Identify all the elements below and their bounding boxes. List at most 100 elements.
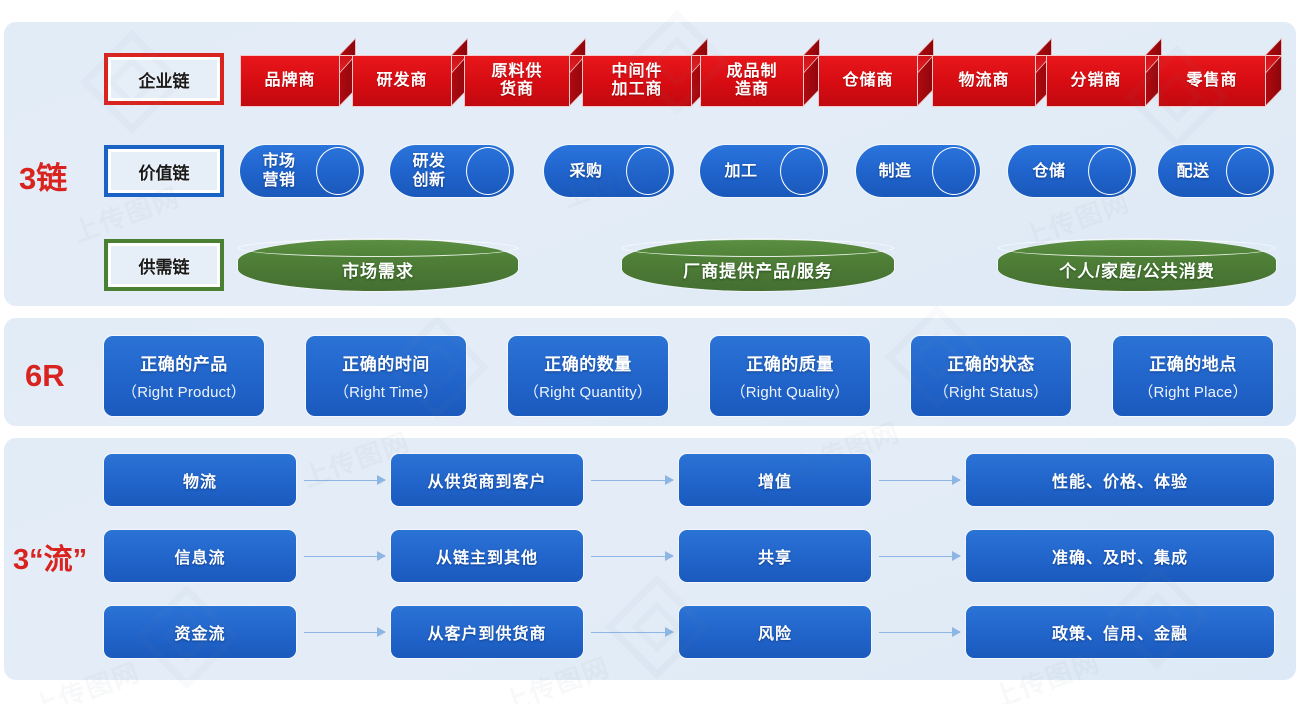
flow-path-2[interactable]: 从链主到其他	[391, 530, 583, 582]
arrow-shaft	[879, 479, 960, 482]
flow-attributes-3[interactable]: 政策、信用、金融	[966, 606, 1274, 658]
value-node-6[interactable]: 仓储	[1008, 145, 1136, 197]
plate-supply-demand-chain-label: 供需链	[138, 257, 190, 277]
group-label-three-chains: 3链	[19, 161, 68, 196]
value-node-3[interactable]: 采购	[544, 145, 674, 197]
flow-path-label-2: 从链主到其他	[435, 550, 538, 567]
flow-name-1[interactable]: 物流	[104, 454, 296, 506]
supply-node-3[interactable]: 个人/家庭/公共消费	[998, 239, 1276, 291]
arrow-shaft	[591, 479, 673, 482]
flow-name-2[interactable]: 信息流	[104, 530, 296, 582]
value-node-label-3: 采购	[569, 162, 603, 180]
arrow-head-icon	[377, 551, 386, 561]
enterprise-node-label-9: 零售商	[1186, 72, 1238, 89]
flow-attributes-1[interactable]: 性能、价格、体验	[966, 454, 1274, 506]
six-r-card-zh-2: 正确的时间	[342, 355, 430, 374]
flow-arrow-r1-c2	[591, 475, 674, 485]
six-r-card-zh-1: 正确的产品	[140, 355, 228, 374]
six-r-card-4[interactable]: 正确的质量 （Right Quality）	[710, 336, 870, 416]
supply-node-label-1: 市场需求	[342, 261, 414, 281]
flow-arrow-r3-c1	[304, 627, 386, 637]
value-node-5[interactable]: 制造	[856, 145, 980, 197]
enterprise-node-8[interactable]: 分销商	[1046, 37, 1163, 108]
enterprise-node-2[interactable]: 研发商	[352, 37, 469, 108]
flow-path-3[interactable]: 从客户到供货商	[391, 606, 583, 658]
arrow-shaft	[879, 631, 960, 634]
six-r-card-en-3: （Right Quantity）	[523, 384, 653, 401]
flow-arrow-r2-c3	[879, 551, 961, 561]
flow-attributes-2[interactable]: 准确、及时、集成	[966, 530, 1274, 582]
six-r-card-3[interactable]: 正确的数量（Right Quantity）	[508, 336, 668, 416]
value-node-7[interactable]: 配送	[1158, 145, 1274, 197]
box-front-face: 物流商	[932, 55, 1036, 107]
box-front-face: 成品制造商	[700, 55, 804, 107]
arrow-shaft	[304, 555, 385, 558]
drum-lid	[238, 239, 518, 257]
arrow-head-icon	[377, 475, 386, 485]
supply-node-label-2: 厂商提供产品/服务	[683, 261, 833, 281]
enterprise-node-5[interactable]: 成品制造商	[700, 37, 821, 108]
box-front-face: 研发商	[352, 55, 452, 107]
arrow-shaft	[591, 555, 673, 558]
supply-node-1[interactable]: 市场需求	[238, 239, 518, 291]
plate-enterprise-chain[interactable]: 企业链	[104, 53, 224, 105]
value-node-label-6: 仓储	[1032, 162, 1066, 180]
six-r-card-5[interactable]: 正确的状态 （Right Status）	[911, 336, 1071, 416]
plate-value-chain[interactable]: 价值链	[104, 145, 224, 197]
six-r-card-zh-4: 正确的质量	[746, 355, 834, 374]
value-node-label-7: 配送	[1176, 162, 1210, 180]
plate-supply-demand-chain[interactable]: 供需链	[104, 239, 224, 291]
box-front-face: 零售商	[1158, 55, 1266, 107]
enterprise-node-label-2: 研发商	[376, 72, 428, 89]
flow-arrow-r1-c1	[304, 475, 386, 485]
drum-lid	[998, 239, 1276, 257]
six-r-card-1[interactable]: 正确的产品（Right Product）	[104, 336, 264, 416]
flow-path-label-1: 从供货商到客户	[427, 474, 547, 491]
six-r-card-en-2: （Right Time）	[333, 384, 439, 401]
flow-arrow-r1-c3	[879, 475, 961, 485]
flow-effect-3[interactable]: 风险	[679, 606, 871, 658]
enterprise-node-7[interactable]: 物流商	[932, 37, 1053, 108]
value-node-label-4: 加工	[724, 162, 758, 180]
arrow-head-icon	[952, 627, 961, 637]
arrow-head-icon	[952, 475, 961, 485]
flow-effect-label-3: 风险	[757, 626, 792, 643]
box-front-face: 仓储商	[818, 55, 918, 107]
flow-effect-1[interactable]: 增值	[679, 454, 871, 506]
enterprise-node-6[interactable]: 仓储商	[818, 37, 935, 108]
six-r-card-6[interactable]: 正确的地点（Right Place）	[1113, 336, 1273, 416]
six-r-card-zh-5: 正确的状态	[947, 355, 1035, 374]
flow-effect-2[interactable]: 共享	[679, 530, 871, 582]
flow-attributes-label-2: 准确、及时、集成	[1051, 550, 1188, 567]
enterprise-node-label-4: 中间件加工商	[611, 63, 663, 98]
cylinder-cap	[932, 147, 976, 195]
enterprise-node-label-6: 仓储商	[842, 72, 894, 89]
plate-value-chain-label: 价值链	[138, 163, 190, 183]
flow-arrow-r2-c2	[591, 551, 674, 561]
value-node-1[interactable]: 市场营销	[240, 145, 364, 197]
arrow-head-icon	[665, 627, 674, 637]
value-node-2[interactable]: 研发创新	[390, 145, 514, 197]
enterprise-node-1[interactable]: 品牌商	[240, 37, 357, 108]
flow-arrow-r3-c2	[591, 627, 674, 637]
cylinder-cap	[626, 147, 670, 195]
enterprise-node-label-8: 分销商	[1070, 72, 1122, 89]
six-r-card-2[interactable]: 正确的时间 （Right Time）	[306, 336, 466, 416]
enterprise-node-label-3: 原料供货商	[491, 63, 543, 98]
value-node-4[interactable]: 加工	[700, 145, 828, 197]
flow-path-1[interactable]: 从供货商到客户	[391, 454, 583, 506]
flow-name-3[interactable]: 资金流	[104, 606, 296, 658]
enterprise-node-9[interactable]: 零售商	[1158, 37, 1283, 108]
enterprise-node-4[interactable]: 中间件加工商	[582, 37, 709, 108]
group-label-six-r: 6R	[25, 358, 65, 393]
arrow-shaft	[304, 479, 385, 482]
supply-node-2[interactable]: 厂商提供产品/服务	[622, 239, 894, 291]
six-r-card-en-5: （Right Status）	[933, 384, 1049, 401]
box-front-face: 分销商	[1046, 55, 1146, 107]
cylinder-cap	[780, 147, 824, 195]
six-r-card-en-4: （Right Quality）	[730, 384, 850, 401]
enterprise-node-3[interactable]: 原料供货商	[464, 37, 587, 108]
cylinder-cap	[1226, 147, 1270, 195]
flow-name-label-1: 物流	[182, 474, 217, 491]
